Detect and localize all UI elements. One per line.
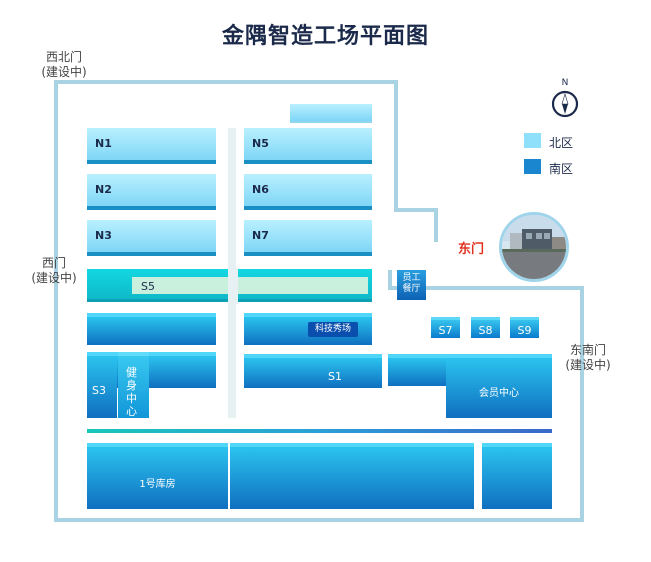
compass-icon [551,90,579,118]
building-row-west[interactable] [87,313,216,345]
building-warehouse-1-label: 1号库房 [139,479,176,490]
boundary-wall-east-bottom [388,286,584,290]
boundary-wall-east-step [394,208,438,212]
building-s8[interactable]: S8 [471,317,500,338]
building-s3-label: S3 [92,384,106,397]
building-s1[interactable]: S1 [244,354,382,388]
building-n6[interactable]: N6 [244,174,372,210]
building-n5[interactable]: N5 [244,128,372,164]
compass: N [550,78,580,120]
page-title: 金隅智造工场平面图 [221,24,429,49]
legend-south-label: 南区 [549,162,574,176]
building-s3[interactable]: S3 [87,352,117,418]
building-canteen-label: 员工餐厅 [402,273,421,294]
legend-south-swatch [524,159,541,174]
building-member-center[interactable]: 会员中心 [446,354,552,418]
east-gate-photo [499,212,569,282]
boundary-wall-left [54,80,58,521]
building-s1-label: S1 [328,370,342,383]
building-n2[interactable]: N2 [87,174,216,210]
compass-north-label: N [561,78,569,88]
building-gym[interactable]: 健身中心 [118,352,149,418]
building-canteen[interactable]: 员工餐厅 [397,270,426,300]
building-gym-label: 健身中心 [126,366,137,418]
boundary-wall-east-mid [434,208,438,242]
west-gate-label: 西门 (建设中) [31,256,77,285]
building-n3[interactable]: N3 [87,220,216,256]
southeast-gate-label: 东南门 (建设中) [565,343,611,372]
building-s5-label: S5 [141,280,155,293]
boundary-wall-east-top [394,80,398,211]
building-member-annex[interactable] [388,354,450,386]
building-bottom-middle[interactable] [230,443,474,509]
building-s9[interactable]: S9 [510,317,539,338]
building-n1[interactable]: N1 [87,128,216,164]
boundary-wall-right-lower [580,286,584,522]
s5-corridor [132,277,368,294]
building-warehouse-1[interactable]: 1号库房 [87,443,228,509]
central-road-crossing [228,268,238,304]
boundary-wall-top [54,80,398,84]
east-gate-label: 东门 [458,242,485,257]
building-member-center-label: 会员中心 [479,388,519,399]
building-top-small[interactable] [290,104,372,123]
building-n7[interactable]: N7 [244,220,372,256]
northwest-gate-label: 西北门 (建设中) [41,50,87,79]
boundary-wall-east-join [388,270,392,290]
tech-showroom-tag: 科技秀场 [308,322,358,337]
boundary-wall-bottom [54,518,584,522]
building-bottom-east[interactable] [482,443,552,509]
building-s7[interactable]: S7 [431,317,460,338]
legend-north-swatch [524,133,541,148]
divider-line [87,429,552,433]
legend-north-label: 北区 [549,136,574,150]
